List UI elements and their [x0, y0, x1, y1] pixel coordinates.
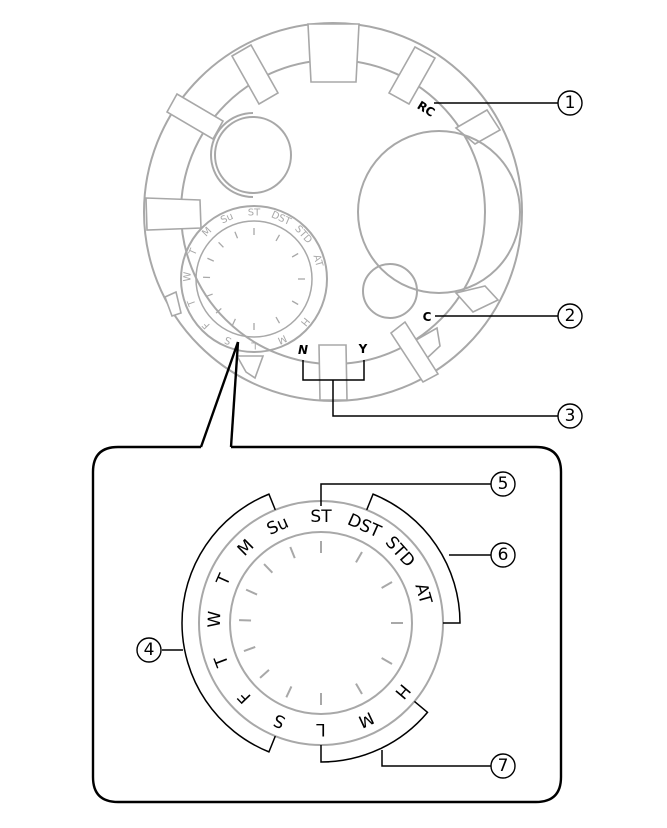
dial-tick	[259, 669, 270, 679]
movement-small-wheel	[362, 263, 418, 319]
marker-rc: RC	[415, 98, 438, 120]
dial-label: L	[316, 719, 326, 739]
dial-tick	[291, 300, 299, 306]
dial-label: Su	[264, 513, 292, 540]
dial-tick	[263, 563, 274, 574]
dial-tick	[218, 241, 224, 248]
dial-label: AT	[310, 253, 324, 269]
marker-c: C	[423, 310, 432, 324]
dial-tick	[231, 318, 236, 326]
dial-label: ST	[310, 507, 332, 527]
dial-label: H	[298, 315, 311, 328]
dial-label: AT	[410, 581, 435, 607]
dial-tick	[291, 252, 299, 258]
dial-label: S	[271, 709, 289, 732]
dial-tick	[207, 257, 215, 262]
dial-label: M	[355, 707, 377, 731]
svg-text:2: 2	[565, 306, 576, 326]
dial-tick	[285, 686, 293, 698]
dial-tick	[381, 657, 393, 665]
dial-label: ST	[248, 208, 261, 219]
dial-label: F	[234, 686, 255, 707]
dial-tick	[245, 588, 258, 596]
svg-text:4: 4	[144, 640, 155, 660]
dial-label: L	[251, 340, 257, 351]
dial-tick	[381, 581, 393, 589]
dial-label: S	[223, 333, 233, 346]
callout-5-leader	[320, 483, 491, 506]
dial-tick	[215, 307, 222, 314]
dial-tick	[275, 234, 281, 242]
dial-label: T	[213, 571, 236, 590]
dial-brackets	[181, 493, 461, 763]
dial-label: W	[205, 610, 226, 628]
callout-7: 7	[490, 753, 516, 779]
dial-label: H	[390, 680, 414, 703]
dial-outer-ring	[198, 500, 444, 746]
dial-label: T	[187, 246, 200, 258]
movement-upper-left-wheel-arc	[210, 112, 254, 198]
dial-label: M	[276, 332, 288, 346]
svg-text:7: 7	[498, 756, 509, 776]
dial-label: T	[211, 652, 234, 670]
callout-2: 2	[557, 303, 583, 329]
marker-n: N	[298, 343, 308, 357]
dial-tick	[275, 316, 281, 324]
dial-tick	[243, 646, 256, 652]
dial-label: STD	[381, 533, 419, 572]
callout-4: 4	[136, 637, 162, 663]
callout-7-leader	[381, 750, 491, 767]
svg-text:1: 1	[565, 93, 576, 113]
svg-text:6: 6	[498, 545, 509, 565]
callout-5: 5	[490, 471, 516, 497]
dial-tick	[289, 546, 296, 559]
dial-label: W	[182, 271, 193, 281]
dial-tick	[234, 231, 239, 239]
callout-6: 6	[490, 542, 516, 568]
detail-box	[91, 445, 563, 804]
movement-blocks	[145, 23, 502, 401]
svg-text:3: 3	[565, 406, 576, 426]
dial-label: DST	[269, 210, 293, 229]
dial-tick	[355, 551, 363, 563]
movement-upper-left-wheel	[214, 116, 292, 194]
dial-label: Su	[219, 211, 235, 226]
dial-label: F	[200, 319, 212, 331]
callout-3-leader	[332, 380, 558, 417]
dial-label: STD	[292, 224, 314, 247]
dial-ticks	[239, 541, 403, 705]
dial-tick	[205, 293, 213, 298]
bracket-modes	[366, 493, 461, 624]
dial-label: T	[186, 297, 199, 308]
zoom-leader-left	[199, 341, 240, 448]
dial-label: M	[234, 536, 259, 561]
callout-1: 1	[557, 90, 583, 116]
bracket-levels	[320, 700, 429, 763]
dial-tick	[355, 683, 363, 695]
callout-3: 3	[557, 403, 583, 429]
dial-inner-ring	[229, 531, 413, 715]
marker-y: Y	[358, 342, 368, 356]
bracket-days	[181, 493, 276, 753]
movement-large-wheel	[357, 130, 521, 294]
svg-text:5: 5	[498, 474, 509, 494]
zoom-leader-right	[229, 341, 240, 448]
